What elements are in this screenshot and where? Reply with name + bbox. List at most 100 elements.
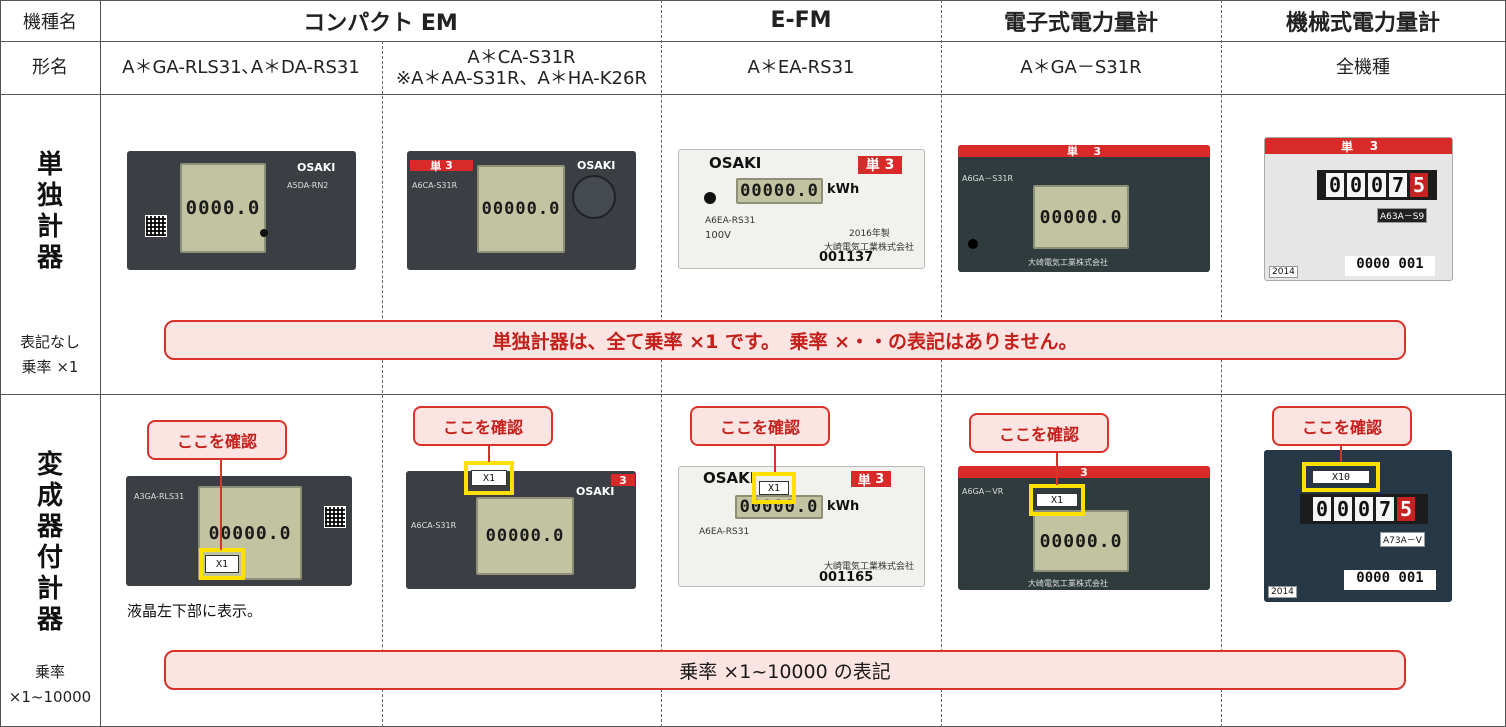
callout-check-compact-b: ここを確認 — [413, 406, 553, 446]
meter-pulse-led — [968, 239, 978, 249]
meter-model-plate: A73A－V — [1380, 532, 1425, 547]
meter-model-plate: A63A－S9 — [1377, 208, 1428, 223]
meter-phase-strip: 3 — [958, 466, 1210, 479]
meter-manufacturer: 大崎電気工業株式会社 — [1028, 258, 1108, 267]
meter-model-label: A3GA-RLS31 — [134, 492, 185, 501]
side-note-single: 表記なし 乗率 ×1 — [0, 330, 100, 380]
meter-model-label: A6EA-RS31 — [699, 527, 750, 537]
meter-lcd: 00000.0 — [477, 165, 565, 253]
highlight-multiplier-mechanical: X10 — [1302, 462, 1380, 492]
callout-tail — [774, 446, 776, 472]
model-compact-b-line2: ※A＊AA-S31R、A＊HA-K26R — [396, 67, 647, 89]
callout-check-efm: ここを確認 — [690, 406, 830, 446]
row-label-transformer: 変成器付計器 — [30, 450, 70, 636]
counter-digit: 7 — [1376, 497, 1394, 521]
meter-voltage: 100V — [705, 230, 731, 241]
grid-model-bottom — [0, 94, 1506, 95]
meter-model-label: A6CA-S31R — [411, 521, 457, 530]
meter-qr-code — [324, 506, 346, 528]
meter-unit: kWh — [827, 182, 860, 197]
side-note-single-line1: 表記なし — [19, 333, 80, 351]
meter-single-badge: 単 3 — [958, 145, 1210, 158]
row-label-transformer-text: 変成器付計器 — [36, 450, 63, 635]
meter-single-badge: 単 3 — [851, 471, 891, 489]
meter-lcd: 00000.0 — [1033, 510, 1129, 572]
model-mechanical: 全機種 — [1336, 57, 1390, 78]
meter-brand: OSAKI — [576, 485, 615, 498]
meter-single-badge: 単 3 — [858, 156, 902, 174]
meter-phase-text: 3 — [884, 157, 895, 173]
highlight-multiplier-electronic: X1 — [1029, 484, 1085, 516]
callout-check-electronic: ここを確認 — [969, 413, 1109, 453]
counter-digit: 0 — [1326, 173, 1344, 197]
meter-model-label: A6GA－VR — [962, 487, 1004, 496]
meter-single-badge-text: 単 — [430, 159, 442, 173]
meter-compact-a-single: 0000.0 OSAKI A5DA-RN2 — [127, 151, 356, 270]
side-note-transformer-line2: ×1~10000 — [8, 688, 92, 706]
grid-single-bottom — [0, 394, 1506, 395]
grid-label-col — [100, 0, 101, 727]
model-row-label: 形名 — [32, 57, 68, 78]
meter-model-label: A6GA－S31R — [962, 174, 1014, 183]
banner-transformer-note: 乗率 ×1~10000 の表記 — [164, 650, 1406, 690]
meter-single-badge: 単 3 — [410, 159, 473, 173]
grid-dash-compact — [382, 41, 383, 727]
meter-compact-b-ct: 3 OSAKI A6CA-S31R 00000.0 — [406, 471, 636, 589]
meter-single-badge: 単 3 — [1265, 138, 1452, 154]
highlight-multiplier-efm: X1 — [752, 472, 796, 504]
multiplier-value: X1 — [471, 470, 507, 486]
model-compact-b-line1: A＊CA-S31R — [467, 46, 576, 68]
meter-year: 2016年製 — [849, 229, 890, 239]
meter-electronic-single: 単 3 A6GA－S31R 00000.0 大崎電気工業株式会社 — [958, 145, 1210, 272]
side-note-single-line2: 乗率 ×1 — [21, 358, 79, 376]
callout-tail — [220, 460, 222, 550]
meter-single-badge-text: 単 — [1340, 139, 1353, 154]
meter-lcd: 00000.0 — [735, 495, 823, 519]
meter-manufacturer: 大崎電気工業株式会社 — [824, 562, 915, 572]
grid-dash-efm-left — [661, 0, 662, 727]
counter-digit: 0 — [1355, 497, 1373, 521]
grid-dash-mech — [1221, 0, 1222, 727]
meter-mechanical-single: 単 3 0 0 0 7 5 A63A－S9 2014 0000 001 — [1264, 137, 1453, 281]
model-compact-b: A＊CA-S31R ※A＊AA-S31R、A＊HA-K26R — [382, 41, 661, 94]
meter-single-badge-text: 単 — [865, 158, 880, 174]
model-efm: A＊EA-RS31 — [747, 57, 855, 78]
meter-manufacturer: 大崎電気工業株式会社 — [824, 243, 915, 253]
meter-brand: OSAKI — [577, 159, 616, 172]
meter-pulse-led — [704, 192, 716, 204]
meter-single-badge-text: 単 — [1067, 145, 1078, 158]
note-lcd-position: 液晶左下部に表示。 — [127, 602, 263, 620]
meter-qr-code — [145, 215, 167, 237]
model-electronic: A＊GA－S31R — [1020, 57, 1142, 78]
grid-top — [0, 0, 1506, 1]
side-note-transformer-line1: 乗率 — [34, 663, 65, 681]
meter-serial: 001137 — [819, 250, 874, 265]
meter-phase-text: 3 — [1093, 145, 1101, 158]
counter-digit-decimal: 5 — [1410, 173, 1428, 197]
side-note-transformer: 乗率 ×1~10000 — [0, 660, 100, 710]
meter-lcd: 00000.0 — [1033, 185, 1129, 249]
banner-single-note: 単独計器は、全て乗率 ×1 です。 乗率 ×・・の表記はありません。 — [164, 320, 1406, 360]
model-compact-a: A＊GA-RLS31､A＊DA-RS31 — [122, 57, 360, 78]
callout-check-compact-a: ここを確認 — [147, 420, 287, 460]
meter-compact-b-single: 単 3 OSAKI A6CA-S31R 00000.0 — [407, 151, 636, 270]
grid-left — [0, 0, 1, 727]
header-compact-em: コンパクト EM — [303, 10, 458, 36]
meter-serial: 0000 001 — [1344, 570, 1436, 590]
meter-dial — [572, 175, 616, 219]
meter-year-plate: 2014 — [1269, 266, 1298, 278]
meter-brand: OSAKI — [703, 469, 756, 487]
meter-single-badge-text: 単 — [857, 473, 871, 489]
header-efm: E-FM — [770, 8, 832, 33]
counter-digit: 0 — [1347, 173, 1365, 197]
meter-model-label: A5DA-RN2 — [287, 181, 329, 190]
counter-digit: 7 — [1389, 173, 1407, 197]
meter-lcd: 0000.0 — [180, 163, 266, 253]
meter-counter: 0 0 0 7 5 — [1300, 494, 1428, 524]
counter-digit: 0 — [1334, 497, 1352, 521]
multiplier-value: X1 — [205, 555, 239, 573]
meter-model-label: A6CA-S31R — [412, 181, 458, 190]
highlight-multiplier-compact-b: X1 — [464, 461, 514, 495]
counter-digit: 0 — [1368, 173, 1386, 197]
callout-tail — [1340, 446, 1342, 462]
